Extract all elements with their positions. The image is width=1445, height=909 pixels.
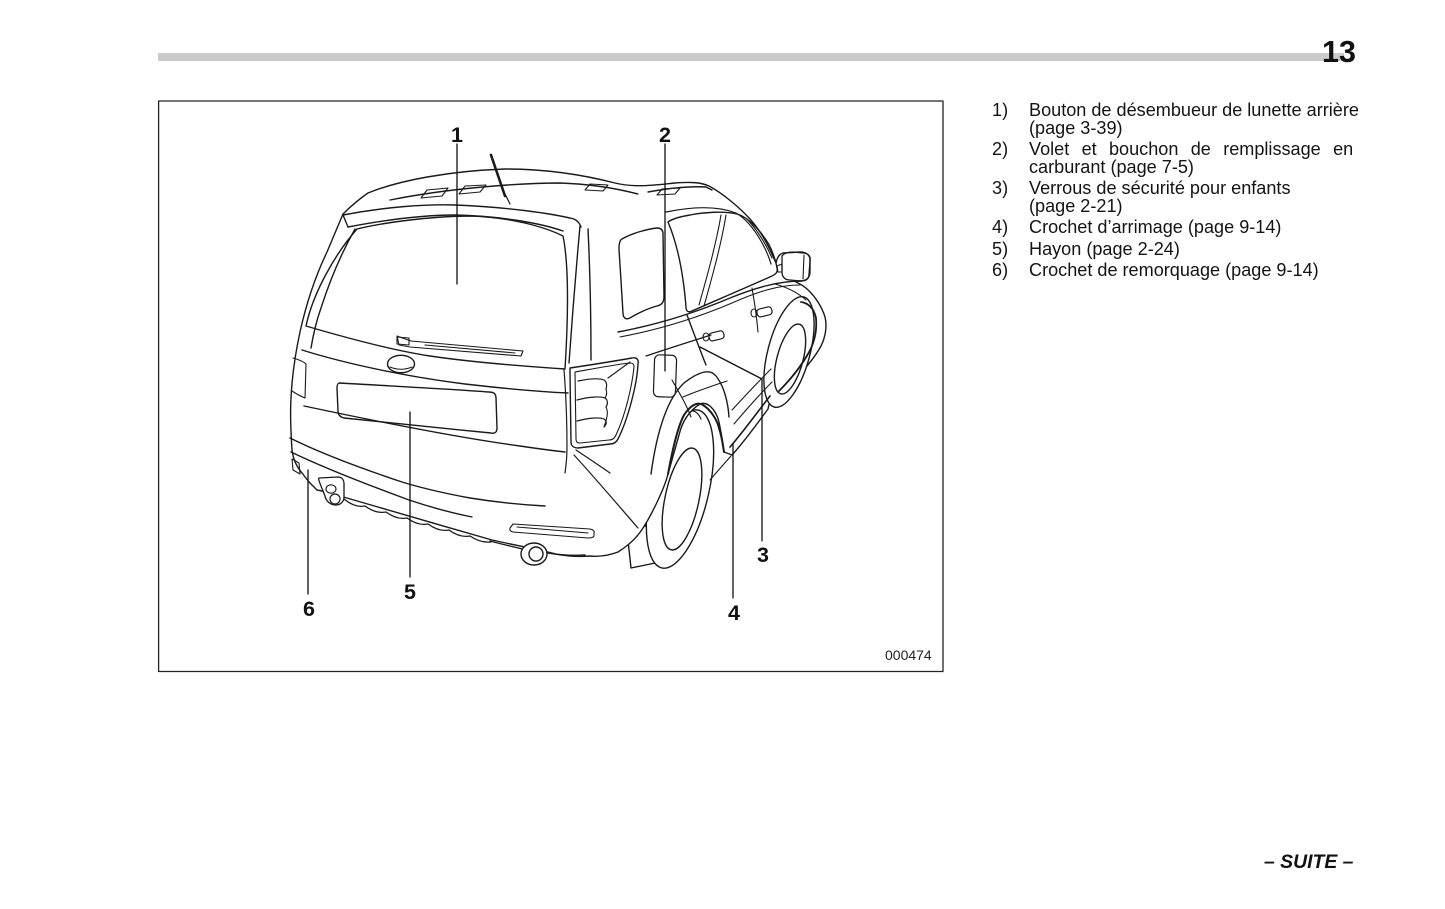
svg-text:5: 5 [404, 580, 416, 604]
svg-text:6: 6 [303, 597, 315, 621]
svg-text:4: 4 [728, 601, 740, 625]
svg-text:3: 3 [757, 543, 769, 567]
svg-text:1: 1 [451, 123, 463, 147]
svg-text:2: 2 [659, 123, 671, 147]
